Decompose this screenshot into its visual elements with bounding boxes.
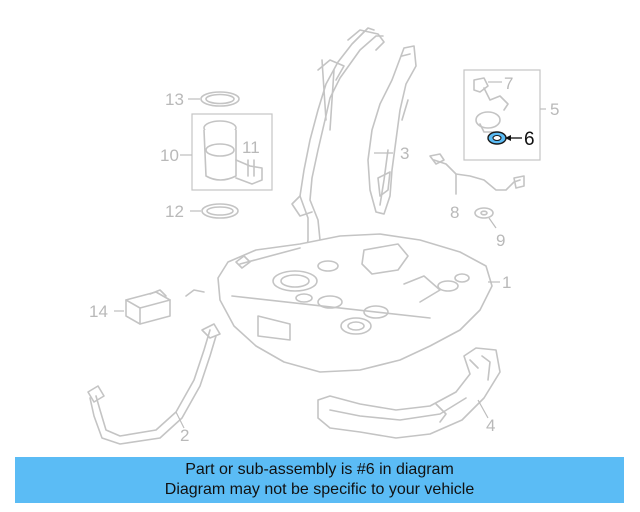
callout-12: 12 (165, 202, 184, 221)
gasket-part (201, 203, 239, 219)
info-banner: Part or sub-assembly is #6 in diagram Di… (15, 457, 624, 503)
callout-7: 7 (504, 74, 513, 93)
filler-pipe (291, 27, 385, 263)
callout-9: 9 (496, 231, 505, 250)
callout-2: 2 (180, 426, 189, 445)
callout-8: 8 (450, 203, 459, 222)
fuel-level-sender (473, 77, 509, 133)
banner-line-2: Diagram may not be specific to your vehi… (164, 481, 475, 498)
callout-13: 13 (165, 90, 184, 109)
leader-6 (505, 135, 522, 141)
leader-2 (175, 411, 185, 429)
callout-1: 1 (502, 273, 511, 292)
leader-4 (477, 399, 489, 419)
tank-strap-part (87, 289, 221, 445)
pump-assembly-box (191, 113, 273, 191)
sender-box (463, 69, 541, 161)
callout-10: 10 (160, 146, 179, 165)
washer-part (474, 207, 494, 219)
callout-4: 4 (486, 416, 495, 435)
control-module-part (125, 289, 171, 325)
fuel-tank-part (217, 233, 493, 373)
fuel-pump-module (203, 120, 263, 185)
parts-diagram: 1 2 3 4 5 6 7 8 9 10 11 12 13 14 (87, 27, 559, 445)
leader-9 (488, 217, 497, 229)
wire-harness-part (429, 153, 525, 195)
callout-6: 6 (524, 129, 535, 150)
callout-14: 14 (89, 302, 108, 321)
tank-bracket-part (317, 347, 501, 439)
callout-11: 11 (242, 138, 260, 157)
callout-3: 3 (400, 144, 409, 163)
lock-ring-part (200, 91, 240, 107)
highlighted-seal-part (487, 131, 507, 145)
heat-shield-part (367, 45, 417, 215)
callout-5: 5 (550, 100, 559, 119)
banner-line-1: Part or sub-assembly is #6 in diagram (185, 461, 454, 478)
